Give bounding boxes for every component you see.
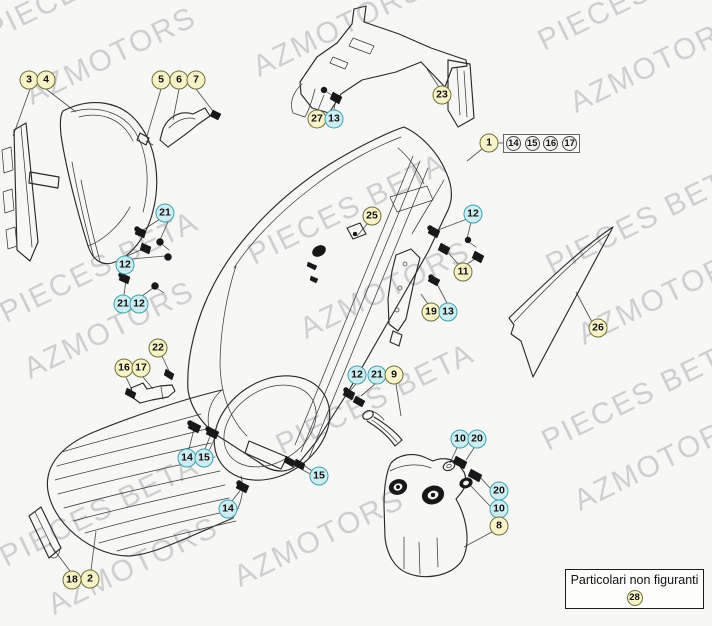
mud-flap-8: [383, 454, 468, 578]
callout-13: 13: [324, 109, 344, 129]
note-text: Particolari non figuranti: [570, 573, 699, 587]
callout-21: 21: [155, 203, 175, 223]
fender-clip-25: [346, 222, 367, 240]
rear-fender-main: [187, 126, 453, 472]
callout-15: 15: [309, 466, 329, 486]
callout-12: 12: [115, 255, 135, 275]
support-bracket-19: [387, 248, 421, 347]
callout-8: 8: [489, 516, 509, 536]
fender-lower-screws: [235, 455, 306, 494]
vent-tube-9: [342, 387, 403, 447]
callout-26: 26: [588, 318, 608, 338]
callout-25: 25: [362, 206, 382, 226]
airbox-bracket-hardware: [124, 368, 220, 440]
callout-5: 5: [151, 70, 171, 90]
fasteners-left: [118, 226, 172, 294]
callout-19: 19: [421, 302, 441, 322]
callout-15: 15: [194, 448, 214, 468]
callout-13: 13: [438, 302, 458, 322]
plate-mount-hardware: [136, 107, 222, 148]
mud-flap-hardware: [442, 455, 483, 489]
side-panel-26: [508, 226, 614, 378]
callout-12: 12: [347, 365, 367, 385]
callout-20: 20: [489, 481, 509, 501]
callout-14: 14: [218, 499, 238, 519]
ref-callout-15: 15: [524, 136, 540, 151]
callout-4: 4: [36, 70, 56, 90]
callout-23: 23: [432, 85, 452, 105]
callout-17: 17: [131, 358, 151, 378]
front-plate-bracket: [1, 122, 60, 262]
callout-20: 20: [467, 429, 487, 449]
fasteners-right: [427, 225, 485, 287]
callout-12: 12: [129, 294, 149, 314]
ref-callout-17: 17: [562, 136, 578, 151]
callout-6: 6: [169, 70, 189, 90]
ref-callout-14: 14: [505, 136, 521, 151]
callout-11: 11: [453, 262, 473, 282]
callout-9: 9: [384, 365, 404, 385]
callout-28: 28: [626, 589, 643, 606]
callout-12: 12: [463, 204, 483, 224]
callout-1: 1: [479, 133, 499, 153]
note-box: Particolari non figuranti 28: [565, 569, 704, 609]
ref-callout-16: 16: [543, 136, 559, 151]
callout-2: 2: [80, 569, 100, 589]
callout-22: 22: [148, 338, 168, 358]
callout-18: 18: [62, 570, 82, 590]
callout-7: 7: [186, 70, 206, 90]
